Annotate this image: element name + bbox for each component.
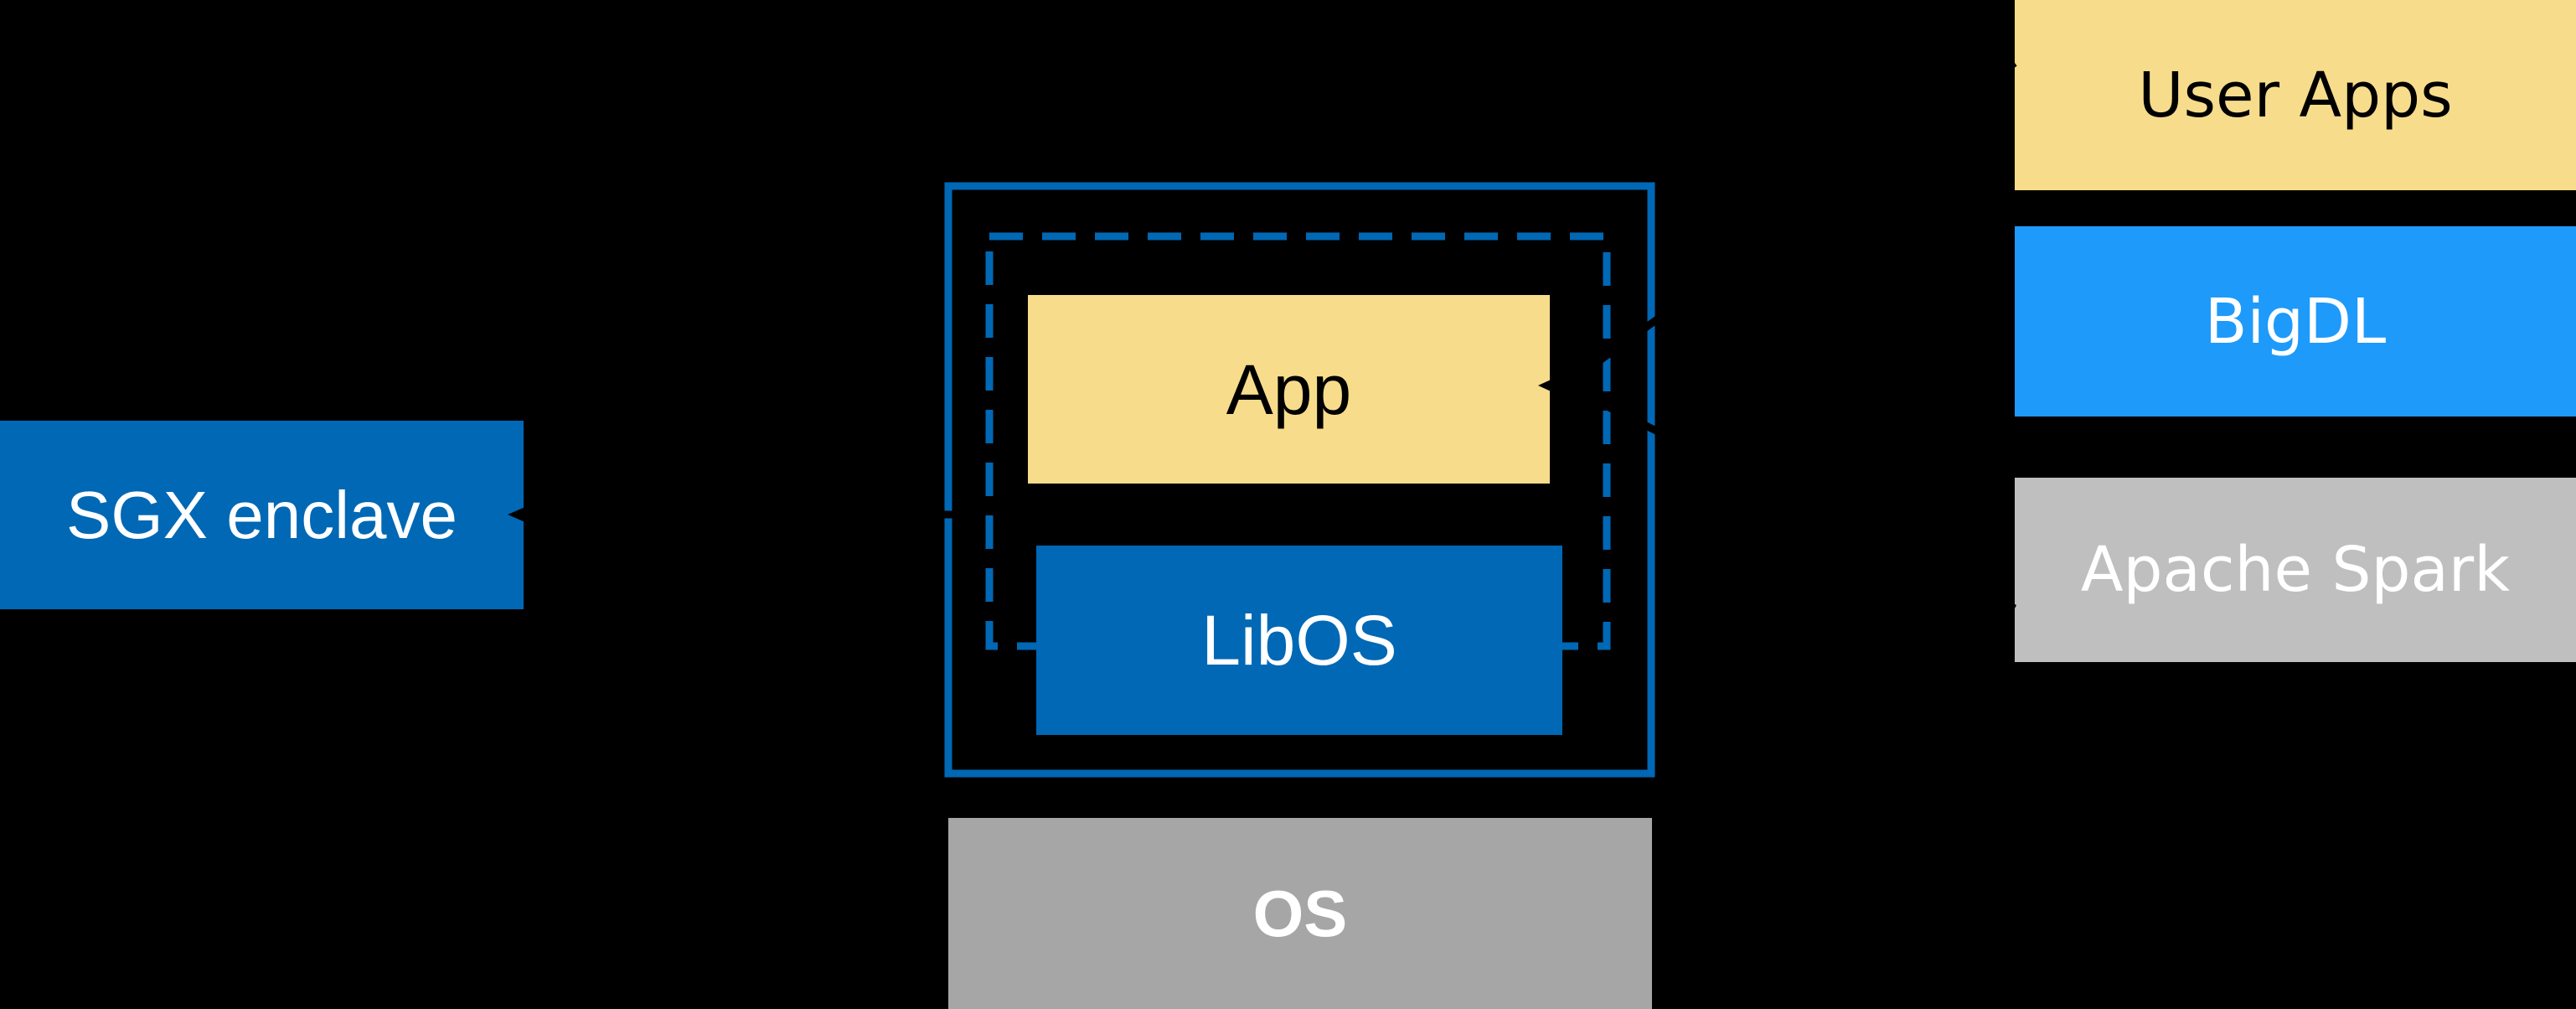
app-label: App — [1226, 349, 1352, 429]
user-apps-label: User Apps — [2138, 59, 2453, 132]
sgx-enclave-box: SGX enclave — [0, 421, 524, 609]
user-apps-box: User Apps — [2015, 0, 2576, 190]
app-box: App — [1028, 295, 1550, 484]
bigdl-label: BigDL — [2204, 285, 2387, 358]
arrow-apache-spark-to-app — [1563, 381, 2016, 613]
bigdl-box: BigDL — [2015, 226, 2576, 417]
arrow-user-apps-to-app — [1562, 60, 2017, 389]
libos-box: LibOS — [1036, 546, 1562, 735]
apache-spark-label: Apache Spark — [2080, 534, 2511, 606]
sgx-enclave-label: SGX enclave — [66, 477, 457, 552]
os-box: OS — [948, 818, 1652, 1009]
apache-spark-box: Apache Spark — [2015, 478, 2576, 662]
os-label: OS — [1252, 877, 1348, 950]
libos-label: LibOS — [1201, 601, 1397, 680]
